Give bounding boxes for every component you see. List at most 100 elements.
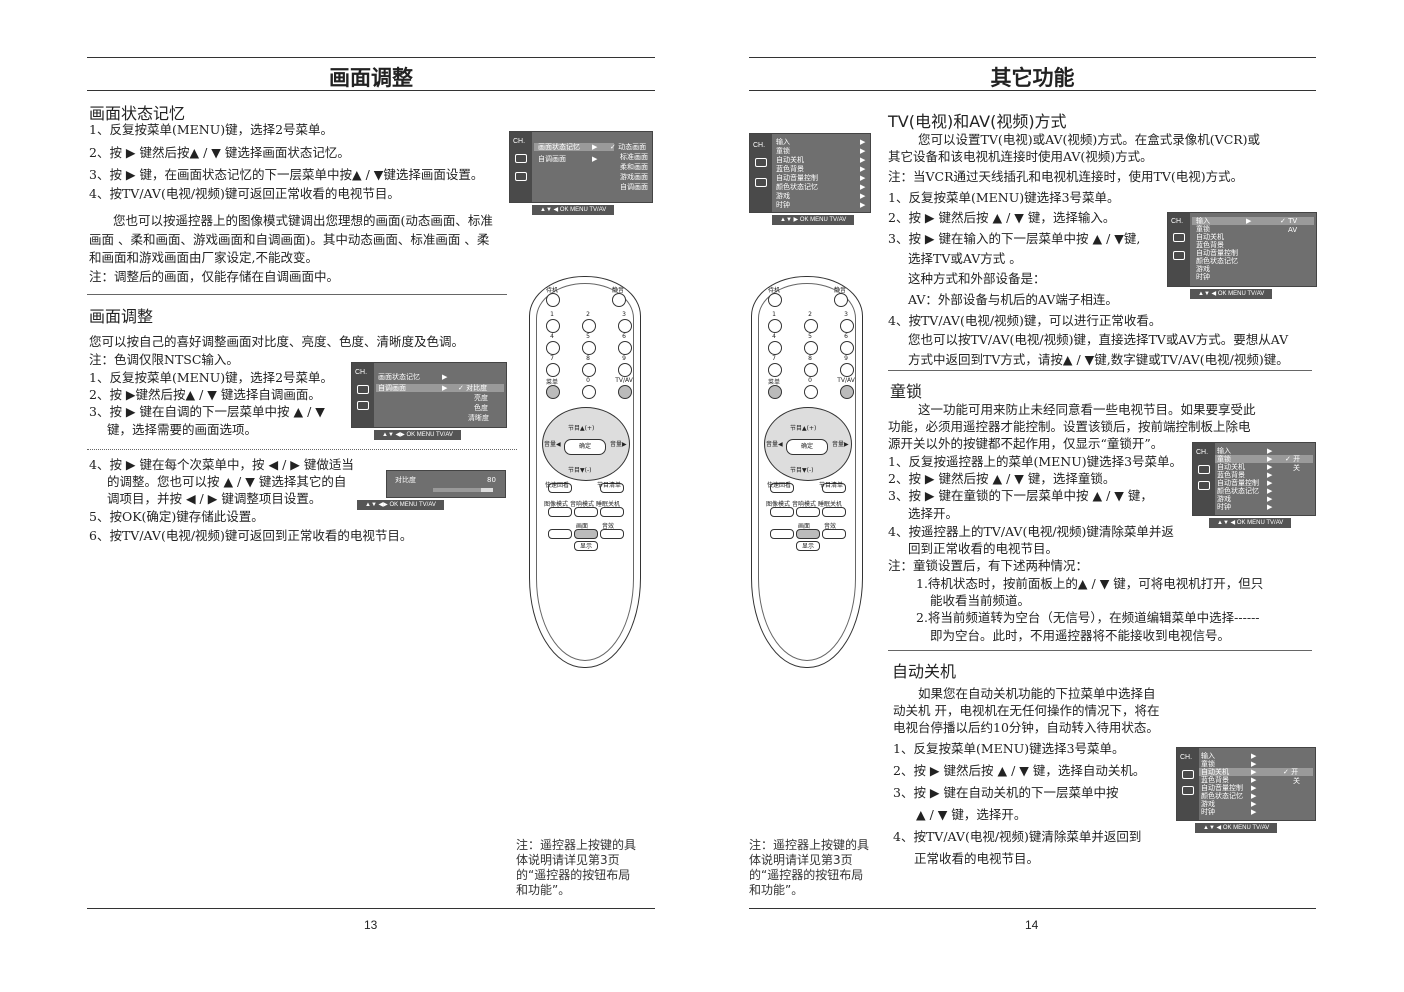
- prog-down-button[interactable]: 节目▼(-): [568, 467, 592, 474]
- text-line: 您可以设置TV(电视)或AV(视频)方式。在盒式录像机(VCR)或: [918, 132, 1261, 147]
- digit-button[interactable]: [804, 319, 818, 333]
- digit-button[interactable]: [768, 363, 782, 377]
- digit-button[interactable]: [618, 341, 632, 355]
- right-divider-2: [888, 650, 1312, 651]
- tvav-button[interactable]: [618, 385, 632, 399]
- sound-button[interactable]: [796, 507, 820, 517]
- volume2-button[interactable]: [822, 529, 846, 539]
- mute-button[interactable]: [834, 293, 848, 307]
- digit-label: 2: [808, 311, 812, 318]
- zoom-button[interactable]: [770, 529, 794, 539]
- zero-button[interactable]: [582, 385, 596, 399]
- sleep-label: 睡眠关机: [596, 501, 621, 508]
- digit-button[interactable]: [582, 363, 596, 377]
- digit-button[interactable]: [804, 341, 818, 355]
- digit-label: 2: [586, 311, 590, 318]
- menu-label: 菜单: [545, 379, 558, 386]
- right-page-title: 其它功能: [990, 66, 1075, 90]
- text-line: 选择TV或AV方式 。: [908, 251, 1022, 266]
- vol-left-button[interactable]: 音量◀: [544, 441, 561, 448]
- tvav-button[interactable]: [840, 385, 854, 399]
- vol-right-button[interactable]: 音量▶: [610, 441, 627, 448]
- digit-button[interactable]: [546, 363, 560, 377]
- mute-button[interactable]: [612, 293, 626, 307]
- zoom-button[interactable]: [548, 529, 572, 539]
- text-line: 选择开。: [908, 506, 959, 521]
- quick-button[interactable]: [770, 483, 794, 493]
- text-line: 1、反复按菜单(MENU)键，选择2号菜单。: [89, 122, 334, 137]
- recall-button[interactable]: [574, 529, 598, 539]
- digit-label: 9: [622, 355, 626, 362]
- standby-button[interactable]: [546, 293, 560, 307]
- text-line: 1、反复按菜单(MENU)键选择3号菜单。: [888, 190, 1120, 205]
- zero-button[interactable]: [804, 385, 818, 399]
- digit-button[interactable]: [546, 319, 560, 333]
- digit-button[interactable]: [768, 319, 782, 333]
- quick-label: 快速回看: [545, 482, 570, 489]
- sound-button[interactable]: [574, 507, 598, 517]
- sleep-button[interactable]: [600, 507, 624, 517]
- digit-button[interactable]: [546, 341, 560, 355]
- text-line: 方式中返回到TV方式，请按▲ / ▼键,数字键或TV/AV(电视/视频)键。: [908, 352, 1289, 367]
- volume2-button[interactable]: [600, 529, 624, 539]
- osd-menu-input: CH. 输入 童锁 自动关机 蓝色背景 自动音量控制 颜色状态记忆 游戏 时钟 …: [1167, 212, 1317, 299]
- left-title-rule: [87, 90, 655, 91]
- menu-button[interactable]: [546, 385, 560, 399]
- sleep-button[interactable]: [822, 507, 846, 517]
- display-button[interactable]: [796, 541, 820, 551]
- digit-button[interactable]: [618, 319, 632, 333]
- vol-right-button[interactable]: 音量▶: [832, 441, 849, 448]
- digit-button[interactable]: [618, 363, 632, 377]
- text-line: 注：当VCR通过天线插孔和电视机连接时，使用TV(电视)方式。: [888, 169, 1244, 184]
- standby-button[interactable]: [768, 293, 782, 307]
- prog-up-button[interactable]: 节目▲(+): [790, 425, 817, 432]
- text-line: 1、反复按菜单(MENU)键选择3号菜单。: [893, 741, 1125, 756]
- quick-button[interactable]: [548, 483, 572, 493]
- digit-button[interactable]: [840, 319, 854, 333]
- digit-label: 8: [586, 355, 590, 362]
- left-dotted-divider: [87, 449, 517, 450]
- recall-button[interactable]: [796, 529, 820, 539]
- prog-up-button[interactable]: 节目▲(+): [568, 425, 595, 432]
- text-line: 2.将当前频道转为空台（无信号），在频道编辑菜单中选择------: [916, 610, 1260, 625]
- right-section2-heading: 童锁: [890, 382, 923, 401]
- ok-button[interactable]: 确定: [786, 439, 828, 455]
- picture-button[interactable]: [770, 507, 794, 517]
- text-line: 您也可以按遥控器上的图像模式键调出您理想的画面(动态画面、标准: [113, 213, 493, 228]
- prog-down-button[interactable]: 节目▼(-): [790, 467, 814, 474]
- digit-label: 4: [772, 333, 776, 340]
- vol-left-button[interactable]: 音量◀: [766, 441, 783, 448]
- text-line: 3、按 ▶ 键在自动关机的下一层菜单中按: [893, 785, 1119, 800]
- left-top-rule: [87, 57, 655, 58]
- zero-label: 0: [586, 377, 590, 384]
- display-button[interactable]: [574, 541, 598, 551]
- volume2-label: 音效: [601, 523, 614, 530]
- text-line: 您可以按自己的喜好调整画面对比度、亮度、色度、清晰度及色调。: [89, 334, 465, 349]
- prog-list-button[interactable]: [600, 483, 624, 493]
- digit-button[interactable]: [804, 363, 818, 377]
- digit-button[interactable]: [582, 319, 596, 333]
- text-line: 电视台停播以后约10分钟，自动转入待用状态。: [893, 720, 1159, 735]
- digit-button[interactable]: [768, 341, 782, 355]
- right-top-rule: [749, 57, 1316, 58]
- right-title-rule: [749, 90, 1316, 91]
- recall-label: 画面: [575, 523, 588, 530]
- digit-button[interactable]: [840, 363, 854, 377]
- digit-button[interactable]: [840, 341, 854, 355]
- text-line: 调项目，并按 ◀ / ▶ 键调整项目设置。: [107, 491, 322, 506]
- zero-label: 0: [808, 377, 812, 384]
- menu-button[interactable]: [768, 385, 782, 399]
- picture-button[interactable]: [548, 507, 572, 517]
- digit-button[interactable]: [582, 341, 596, 355]
- contrast-fill: [433, 488, 481, 492]
- text-line: 4、按遥控器上的TV/AV(电视/视频)键清除菜单并返: [888, 524, 1174, 539]
- text-line: 2、按 ▶键然后按▲ / ▼ 键选择自调画面。: [89, 387, 321, 402]
- sound-label: 音响模式: [792, 501, 817, 508]
- prog-list-button[interactable]: [822, 483, 846, 493]
- quick-label: 快速回看: [767, 482, 792, 489]
- text-line: 1、反复按遥控器上的菜单(MENU)键选择3号菜单。: [888, 454, 1183, 469]
- osd-menu-custom-picture: CH. 画面状态记忆 ▶ 自调画面 ▶ ✓ 对比度 亮度 色度 清晰度 ▲▼ ◀…: [351, 362, 507, 440]
- ok-button[interactable]: 确定: [564, 439, 606, 455]
- text-line: 键，选择需要的画面选项。: [107, 422, 258, 437]
- text-line: 和画面和游戏画面由厂家设定,不能改变。: [89, 250, 318, 265]
